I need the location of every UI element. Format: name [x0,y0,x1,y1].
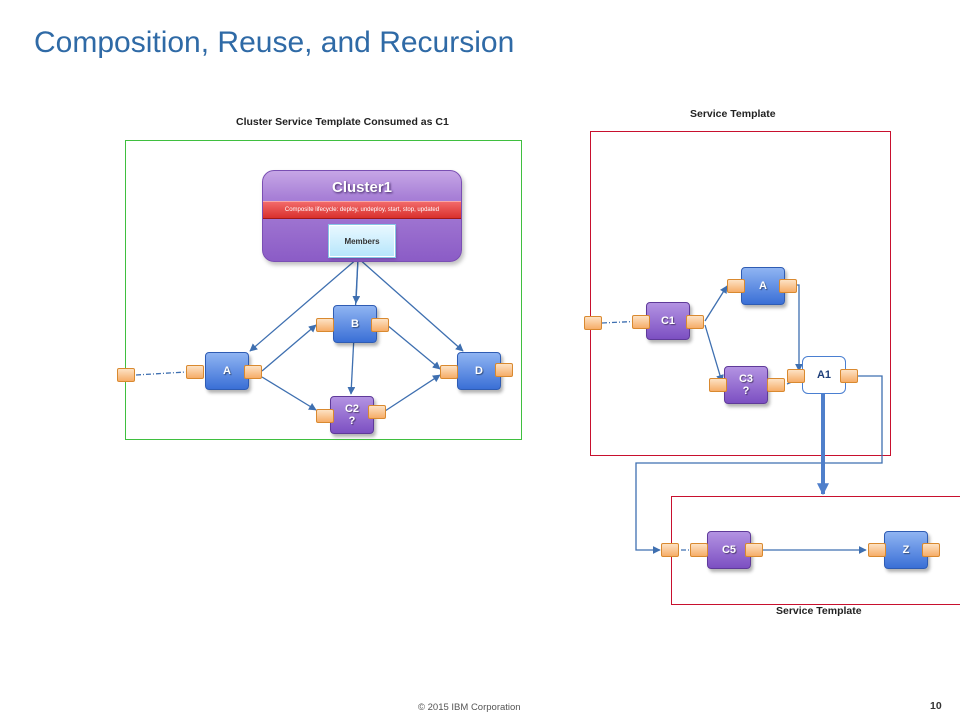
port-d-out[interactable] [495,363,513,377]
node-a-left[interactable]: A [205,352,249,390]
copyright-footer: © 2015 IBM Corporation [418,702,521,713]
edge-external-to-c1 [601,320,645,324]
composite-lifecycle-bar: Composite lifecycle: deploy, undeploy, s… [263,201,461,219]
edge-a-to-b [261,324,317,372]
service-template-caption-top: Service Template [690,108,776,120]
port-c2-out[interactable] [368,405,386,419]
port-c5-out[interactable] [745,543,763,557]
edge-external-to-a [135,371,187,376]
cluster-template-frame [125,140,522,440]
port-a-right-out[interactable] [779,279,797,293]
port-a1-out[interactable] [840,369,858,383]
port-z-out[interactable] [922,543,940,557]
edge-c2-to-d [384,374,441,412]
edge-b-to-d [386,324,441,370]
port-c1-out[interactable] [686,315,704,329]
port-external-c1[interactable] [584,316,602,330]
edge-members-to-d [357,257,464,352]
cluster1-composite[interactable]: Cluster1 Composite lifecycle: deploy, un… [262,170,462,262]
node-z[interactable]: Z [884,531,928,569]
cluster1-title: Cluster1 [331,179,393,196]
edge-c1-to-a [704,285,728,322]
port-external-c5[interactable] [661,543,679,557]
node-b[interactable]: B [333,305,377,343]
edge-c1-to-c3 [704,324,724,383]
cluster-template-caption: Cluster Service Template Consumed as C1 [236,116,449,128]
service-template-frame-top [590,131,891,456]
node-c1[interactable]: C1 [646,302,690,340]
port-d-in[interactable] [440,365,458,379]
node-d[interactable]: D [457,352,501,390]
port-c5-in[interactable] [690,543,708,557]
node-c3[interactable]: C3 ? [724,366,768,404]
page-title: Composition, Reuse, and Recursion [34,26,515,59]
node-c5[interactable]: C5 [707,531,751,569]
members-box[interactable]: Members [329,225,395,257]
port-b-out[interactable] [371,318,389,332]
port-a-right-in[interactable] [727,279,745,293]
port-c2-in[interactable] [316,409,334,423]
port-a-left-in[interactable] [186,365,204,379]
node-c2[interactable]: C2 ? [330,396,374,434]
port-c3-in[interactable] [709,378,727,392]
node-a1[interactable]: A1 [802,356,846,394]
port-c3-out[interactable] [767,378,785,392]
port-external-left[interactable] [117,368,135,382]
port-a-left-out[interactable] [244,365,262,379]
edge-a-to-c2 [261,376,317,411]
edge-members-to-a [249,257,359,352]
port-z-in[interactable] [868,543,886,557]
port-b-in[interactable] [316,318,334,332]
edge-a-to-a1 [795,284,803,372]
port-a1-in[interactable] [787,369,805,383]
edge-a1-to-c5 [635,375,883,554]
page-number: 10 [930,700,942,712]
port-c1-in[interactable] [632,315,650,329]
node-a-right[interactable]: A [741,267,785,305]
service-template-caption-bottom: Service Template [776,605,862,617]
